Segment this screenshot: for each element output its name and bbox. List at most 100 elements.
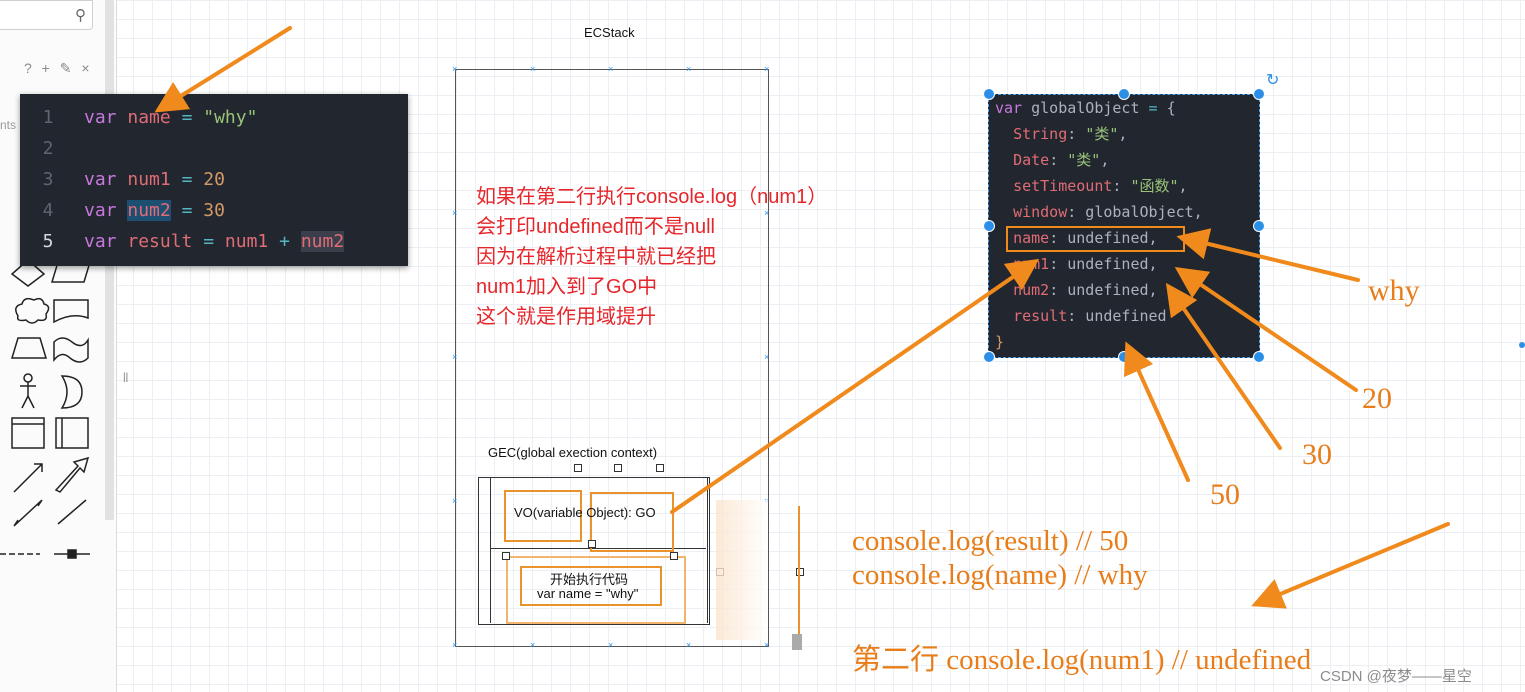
search-icon[interactable]: ⚲ — [75, 7, 86, 24]
selection-marker[interactable]: × — [686, 640, 692, 650]
resize-handle[interactable] — [1253, 88, 1265, 100]
panel-splitter[interactable]: || — [123, 372, 129, 383]
resize-handle[interactable] — [1118, 88, 1130, 100]
control-point[interactable] — [656, 464, 664, 472]
gec-inner-box[interactable] — [490, 477, 708, 623]
control-point[interactable] — [670, 552, 678, 560]
gec-box[interactable] — [478, 477, 710, 625]
panel-cut-text: nts — [0, 118, 17, 132]
selection-marker[interactable]: × — [764, 352, 770, 362]
exec-fragment — [520, 566, 662, 606]
resize-handle[interactable] — [983, 351, 995, 363]
watermark: CSDN @夜梦——星空 — [1320, 668, 1472, 685]
code-token: = — [1148, 99, 1167, 117]
line-number: 5 — [42, 231, 54, 252]
global-code-line: name: undefined, — [995, 225, 1158, 251]
rotate-icon[interactable]: ↻ — [1266, 72, 1280, 89]
control-point[interactable] — [574, 464, 582, 472]
code-token: 20 — [203, 169, 225, 190]
code-token: result — [127, 231, 193, 252]
ecstack-label: ECStack — [584, 25, 635, 40]
line-diag-icon — [13, 499, 43, 527]
note-line: 因为在解析过程中就已经把 — [476, 246, 716, 268]
arrow-console — [1251, 522, 1450, 609]
line-number: 3 — [42, 169, 54, 190]
line-number: 4 — [42, 200, 54, 221]
selection-marker[interactable]: × — [608, 64, 614, 74]
shape-container-icon — [11, 417, 45, 449]
code-token: num2 — [127, 200, 171, 221]
control-point[interactable] — [796, 568, 804, 576]
code-token: = — [181, 107, 193, 128]
code-token: setTimeount — [1013, 177, 1113, 195]
code-token: : — [1067, 125, 1086, 143]
ecstack-box[interactable] — [455, 69, 769, 647]
arrow-to-name — [154, 26, 292, 113]
selection-marker[interactable]: × — [764, 208, 770, 218]
arrow-diag-icon — [13, 463, 43, 493]
code-token: var — [84, 107, 128, 128]
arrow-why — [1176, 228, 1360, 282]
console-result: console.log(result) // 50 — [852, 525, 1129, 557]
selection-marker[interactable]: × — [452, 208, 458, 218]
selection-marker[interactable]: × — [452, 640, 458, 650]
code-token: { — [1166, 99, 1176, 117]
selection-marker[interactable]: × — [452, 496, 458, 506]
note-line: num1加入到了GO中 — [476, 276, 658, 298]
code-token: Date — [1013, 151, 1050, 169]
code-text: var result = num1 + num2 — [84, 226, 345, 257]
arrow-50 — [1124, 341, 1190, 482]
code-token: : undefined, — [1049, 281, 1158, 299]
selection-marker[interactable]: × — [764, 64, 770, 74]
code-line: 5 var result = num1 + num2 — [20, 226, 408, 257]
code-token: : undefined — [1067, 307, 1167, 325]
resize-handle[interactable] — [1253, 220, 1265, 232]
selection-marker[interactable]: × — [608, 640, 614, 650]
label-20: 20 — [1362, 382, 1392, 415]
control-point[interactable] — [588, 540, 596, 548]
global-code-line: } — [995, 329, 1004, 355]
code-token: , — [1100, 151, 1110, 169]
resize-handle[interactable] — [1253, 351, 1265, 363]
line-number: 1 — [42, 107, 54, 128]
vo-fragment — [590, 492, 674, 552]
code-token: var — [84, 169, 128, 190]
vo-fragment — [504, 490, 582, 542]
code-line: 2 — [20, 133, 408, 164]
edge-handle[interactable] — [1519, 342, 1525, 348]
label-why: why — [1368, 274, 1420, 307]
selection-marker[interactable]: × — [530, 64, 536, 74]
selection-marker[interactable]: × — [530, 640, 536, 650]
code-token: + — [279, 231, 290, 252]
global-code-line: Date: "类", — [995, 147, 1109, 173]
line-number: 2 — [42, 138, 54, 159]
selection-marker[interactable]: × — [764, 640, 770, 650]
code-token: num1 — [127, 169, 171, 190]
code-token: } — [995, 333, 1005, 351]
panel-toolbar[interactable]: ? + ✎ × — [24, 60, 93, 76]
resize-handle[interactable] — [983, 88, 995, 100]
code-token: "why" — [203, 107, 258, 128]
code-token: var — [84, 231, 128, 252]
exec-title: 开始执行代码 — [550, 572, 629, 587]
selection-marker[interactable]: × — [452, 352, 458, 362]
code-token: String — [1013, 125, 1068, 143]
code-token: name — [1013, 229, 1050, 247]
resize-handle[interactable] — [983, 220, 995, 232]
block-arrow-icon — [54, 456, 90, 493]
selection-marker[interactable]: × — [686, 64, 692, 74]
shape-rhombus-icon — [10, 259, 46, 287]
label-50: 50 — [1210, 478, 1240, 511]
selection-marker[interactable]: × — [452, 64, 458, 74]
note-line: 这个就是作用域提升 — [476, 306, 656, 328]
global-code-line: String: "类", — [995, 121, 1127, 147]
global-code-line: var globalObject = { — [995, 95, 1176, 121]
connector-end — [792, 634, 802, 650]
control-point[interactable] — [614, 464, 622, 472]
control-point[interactable] — [502, 552, 510, 560]
label-30: 30 — [1302, 438, 1332, 471]
shape-search-input[interactable]: ⚲ — [0, 0, 93, 30]
code-token: = — [181, 200, 193, 221]
